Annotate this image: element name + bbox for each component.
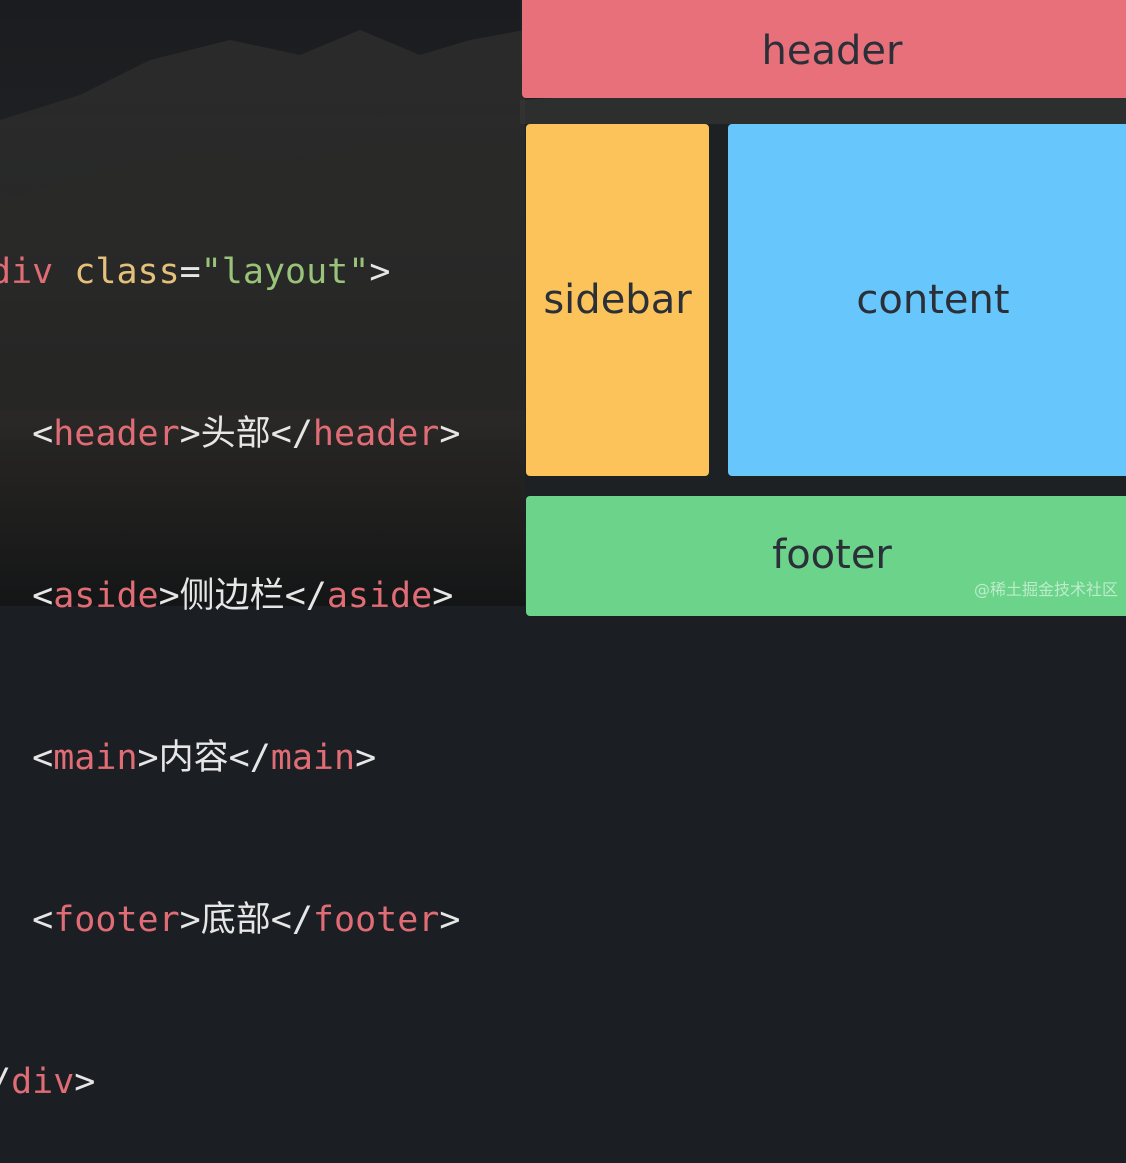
code-line-main: <main>内容</main>: [0, 731, 460, 785]
code-tag: footer: [53, 900, 180, 940]
content-label: content: [856, 277, 1010, 323]
code-text: 内容: [158, 738, 229, 778]
code-bracket: <: [32, 576, 54, 616]
code-bracket: >: [369, 252, 391, 292]
layout-content-box: content: [728, 124, 1126, 476]
layout-sidebar-box: sidebar: [526, 124, 709, 476]
code-bracket: <: [32, 738, 54, 778]
code-line-div-open: div class="layout">: [0, 245, 460, 299]
layout-header-box: header: [522, 0, 1126, 98]
code-bracket: >: [439, 414, 461, 454]
code-text: 头部: [200, 414, 271, 454]
code-bracket: >: [179, 414, 201, 454]
code-bracket: /: [0, 1062, 11, 1102]
code-text: 底部: [200, 900, 271, 940]
code-bracket: </: [270, 900, 313, 940]
code-bracket: >: [432, 576, 454, 616]
code-tag: footer: [312, 900, 440, 940]
code-string: "layout": [200, 252, 370, 292]
layout-footer-box: footer: [526, 496, 1126, 616]
code-bracket: >: [179, 900, 201, 940]
mountain-backdrop: [0, 30, 1126, 606]
code-bracket: <: [32, 414, 54, 454]
code-line-footer: <footer>底部</footer>: [0, 893, 460, 947]
code-tag: aside: [326, 576, 433, 616]
code-bracket: >: [158, 576, 180, 616]
code-bracket: </: [270, 414, 313, 454]
code-bracket: </: [228, 738, 271, 778]
footer-label: footer: [772, 532, 892, 578]
code-tag: div: [11, 1062, 75, 1102]
watermark: @稀土掘金技术社区: [973, 580, 1118, 599]
code-line-div-close: /div>: [0, 1055, 460, 1109]
code-tag: aside: [53, 576, 159, 616]
code-bracket: >: [74, 1062, 96, 1102]
code-tag: header: [53, 414, 180, 454]
code-attribute: class: [74, 252, 180, 292]
code-tag: main: [53, 738, 138, 778]
header-label: header: [761, 28, 903, 74]
code-line-header: <header>头部</header>: [0, 407, 460, 461]
code-tag: main: [270, 738, 356, 778]
code-bracket: >: [355, 738, 377, 778]
code-tag: div: [0, 252, 54, 292]
code-bracket: </: [284, 576, 327, 616]
code-bracket: >: [137, 738, 159, 778]
code-tag: header: [312, 414, 440, 454]
code-line-aside: <aside>侧边栏</aside>: [0, 569, 460, 623]
code-block: div class="layout"> <header>头部</header> …: [0, 137, 460, 1163]
sidebar-label: sidebar: [543, 277, 692, 323]
code-bracket: >: [439, 900, 461, 940]
code-text: 侧边栏: [179, 576, 285, 616]
code-equals: =: [179, 252, 201, 292]
code-bracket: <: [32, 900, 54, 940]
